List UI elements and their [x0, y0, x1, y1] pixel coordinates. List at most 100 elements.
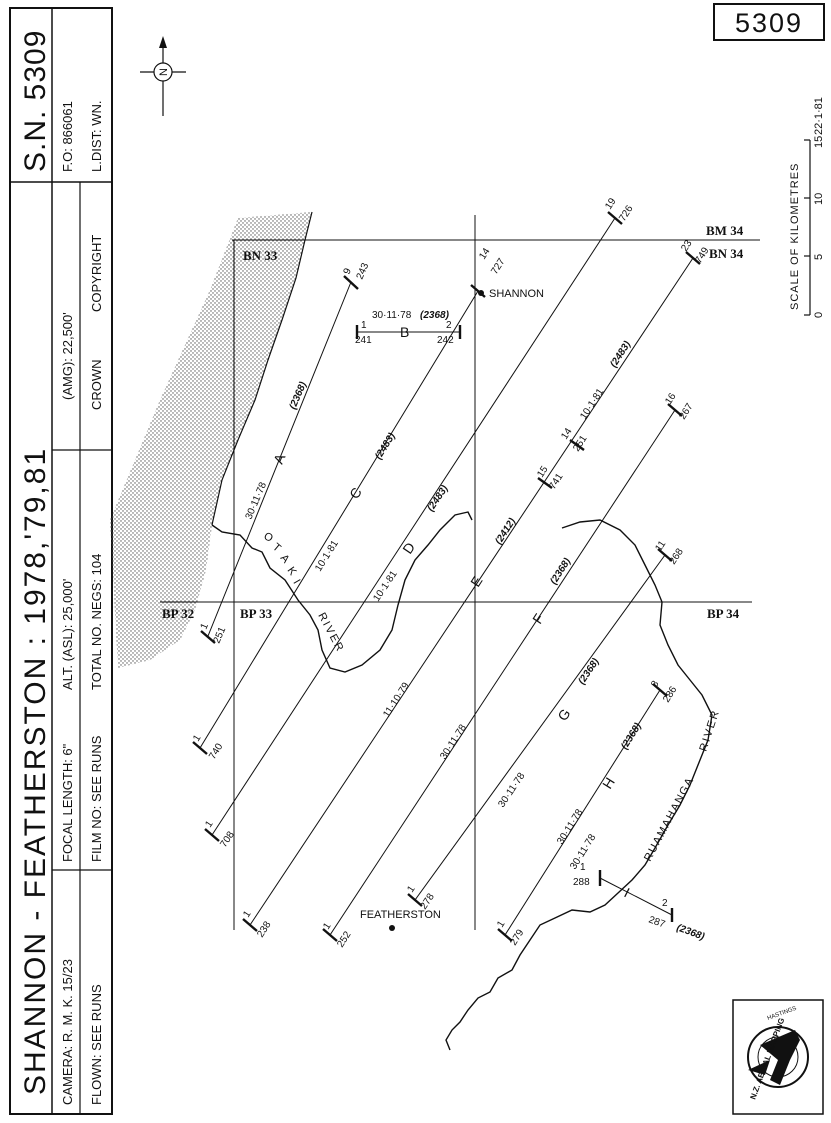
run-e-bottom-frame: 1 — [241, 909, 253, 920]
run-f-bottom-neg: 252 — [335, 929, 354, 949]
run-g-bottom-frame: 1 — [405, 884, 417, 895]
ruamahanga-label: RUAMAHANGA — [642, 775, 697, 863]
run-f-bottom-frame: 1 — [321, 921, 333, 932]
run-b-right-frame: 2 — [446, 320, 452, 331]
otaki-letter-t: T — [270, 541, 283, 555]
run-h-top-neg: 286 — [661, 684, 679, 704]
run-b-left-neg: 241 — [355, 335, 372, 346]
north-arrow-icon: N — [140, 36, 186, 116]
scale-tick-0: 0 — [813, 312, 825, 318]
otaki-letter-k: K — [285, 565, 299, 578]
scale-label: SCALE OF KILOMETRES — [789, 163, 801, 310]
scale-tick-10: 10 — [813, 193, 825, 205]
title-block: SHANNON - FEATHERSTON : 1978,'79,81 S.N.… — [9, 7, 113, 1115]
crown-label: CROWN — [89, 359, 104, 410]
run-b-letter: B — [400, 324, 409, 340]
run-i-left-frame: 1 — [580, 862, 586, 873]
run-upper-film: (2483) — [608, 339, 633, 370]
run-b-date: 30·11·78 — [372, 310, 412, 321]
run-d-film: (2483) — [425, 483, 451, 514]
run-g-top-neg: 268 — [667, 546, 686, 566]
otaki-letter-a: A — [278, 552, 292, 566]
run-f-top-neg: 267 — [677, 401, 696, 421]
film-number: FILM NO: SEE RUNS — [89, 735, 104, 862]
run-g-top-frame: 11 — [653, 539, 668, 554]
north-letter: N — [158, 68, 170, 76]
grid-label-bp32: BP 32 — [162, 606, 194, 621]
ruamahanga-river — [445, 519, 713, 1051]
run-h-date: 30·11·78 — [555, 807, 585, 847]
run-a-letter: A — [270, 451, 289, 466]
run-a-bottom-neg: 251 — [212, 625, 229, 645]
camera-info: CAMERA: R. M. K. 15/23 — [60, 959, 75, 1105]
licence-district: L.DIST: WN. — [89, 100, 104, 172]
run-e-bottom-neg: 238 — [255, 919, 274, 939]
grid-label-bn33: BN 33 — [243, 248, 278, 263]
run-i-right-neg: 287 — [647, 914, 667, 930]
run-c-bottom-neg: 740 — [207, 741, 225, 761]
run-b-right-neg: 242 — [437, 335, 454, 346]
featherston-marker-icon — [389, 925, 395, 931]
otaki-river-word: RIVER — [315, 611, 346, 655]
run-f-letter: F — [529, 611, 547, 627]
flown-info: FLOWN: SEE RUNS — [89, 984, 104, 1105]
copyright-label: COPYRIGHT — [89, 235, 104, 312]
run-h-bottom-frame: 1 — [495, 919, 508, 930]
run-b-left-frame: 1 — [361, 320, 367, 331]
run-b-film: (2368) — [420, 310, 450, 321]
grid-lines — [160, 215, 760, 930]
scale-bar: SCALE OF KILOMETRES 0 5 10 15 22·1·81 — [789, 97, 825, 318]
run-upper-mid-a-frame: 15 — [535, 464, 551, 480]
run-f-date: 30·11·78 — [438, 722, 469, 761]
run-h-film: (2368) — [619, 721, 644, 752]
altitude-asl: ALT. (ASL): 25,000' — [60, 579, 75, 690]
run-i-left-neg: 288 — [573, 877, 590, 888]
run-upper-top-frame: 19 — [603, 196, 619, 212]
run-f-top-frame: 16 — [663, 391, 679, 407]
run-h-bottom-neg: 279 — [508, 927, 526, 947]
place-featherston: FEATHERSTON — [360, 909, 441, 921]
altitude-amg: (AMG): 22,500' — [60, 312, 75, 400]
run-h-top-frame: 8 — [649, 679, 662, 690]
otaki-letter-i: I — [290, 578, 302, 587]
run-a-bottom-frame: 1 — [199, 621, 211, 631]
otaki-letter-o: O — [262, 530, 276, 545]
coastline-sea — [110, 212, 312, 668]
run-upper-mid-a-neg: 741 — [547, 471, 566, 491]
focal-length: FOCAL LENGTH: 6" — [60, 743, 75, 862]
run-a-top-frame: 9 — [342, 266, 354, 276]
run-a-film: (2368) — [288, 380, 310, 412]
run-upper-date: 10·1·81 — [578, 386, 606, 421]
sheet-number-box: 5309 — [713, 3, 825, 41]
flight-runs — [199, 217, 694, 936]
total-negatives: TOTAL NO. NEGS: 104 — [89, 554, 104, 690]
run-g-date: 30·11·78 — [496, 771, 527, 810]
scale-date: 22·1·81 — [813, 97, 825, 135]
run-end-ticks — [192, 211, 701, 942]
grid-label-bm34: BM 34 — [706, 223, 744, 238]
run-upper-top-neg: 726 — [617, 203, 636, 223]
place-shannon: SHANNON — [489, 288, 544, 300]
otaki-river — [211, 511, 473, 673]
run-c-film: (2483) — [373, 431, 398, 462]
sheet-number: 5309 — [735, 8, 803, 38]
run-d-bottom-frame: 1 — [203, 819, 215, 830]
run-e-film: (2412) — [493, 516, 518, 547]
grid-label-bp34: BP 34 — [707, 606, 740, 621]
shannon-marker-icon — [478, 290, 484, 296]
run-c-bottom-frame: 1 — [191, 733, 204, 744]
run-e-letter: E — [467, 573, 486, 590]
run-i-right-frame: 2 — [662, 898, 668, 909]
run-h-letter: H — [599, 775, 618, 792]
company-logo: N.Z. AERIAL MAPPING HASTINGS — [732, 999, 824, 1115]
run-a-top-neg: 243 — [355, 261, 372, 281]
map-title: SHANNON - FEATHERSTON : 1978,'79,81 — [19, 447, 52, 1095]
grid-label-bp33: BP 33 — [240, 606, 273, 621]
run-f-film: (2368) — [548, 556, 573, 587]
run-g-letter: G — [554, 706, 573, 724]
coastline — [211, 211, 313, 526]
run-e-date: 11·10·79 — [381, 680, 412, 719]
scale-tick-15: 15 — [813, 136, 825, 148]
fo-number: F.O: 866061 — [60, 101, 75, 172]
